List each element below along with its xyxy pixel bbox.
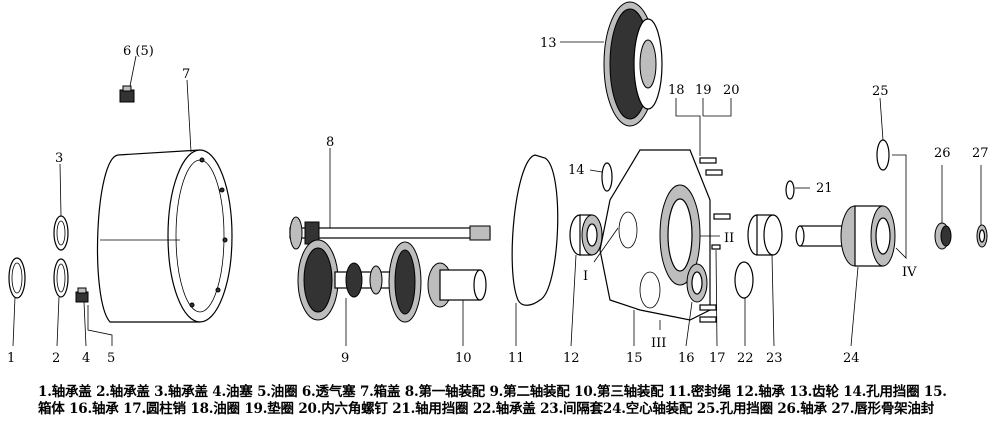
roman-III: III (651, 336, 666, 351)
part-12-bearing (569, 214, 603, 256)
part-17-dowel-pin (711, 244, 721, 250)
callout-12: 12 (563, 351, 580, 366)
callout-4: 4 (82, 351, 90, 366)
callout-25: 25 (872, 84, 889, 99)
callout-27: 27 (972, 146, 989, 161)
callout-11: 11 (508, 351, 525, 366)
callout-13: 13 (540, 36, 557, 51)
callout-5: 5 (107, 351, 115, 366)
callout-26: 26 (934, 146, 951, 161)
callout-3: 3 (55, 151, 63, 166)
parts-legend: 1.轴承盖 2.轴承盖 3.轴承盖 4.油塞 5.油圈 6.透气塞 7.箱盖 8… (38, 384, 947, 417)
part-20-hex-bolts (699, 157, 731, 323)
part-3-bearing-cover (53, 215, 69, 251)
part-11-sealing-rope (511, 154, 559, 306)
part-7-housing-cover (96, 149, 233, 323)
callout-23: 23 (766, 351, 783, 366)
callout-16: 16 (678, 351, 695, 366)
part-6-breather-plug (119, 85, 135, 103)
callout-20: 20 (723, 83, 740, 98)
part-4-oil-plug (75, 287, 89, 303)
part-24-hollow-shaft (795, 205, 896, 267)
part-16-bearing (686, 263, 708, 303)
roman-I: I (583, 269, 588, 284)
exploded-view-diagram: 1 2 3 4 5 6 (5) 7 8 9 10 11 12 13 14 15 … (7, 1, 989, 366)
callout-22: 22 (737, 351, 754, 366)
part-22-bearing-cover (734, 261, 754, 299)
callout-8: 8 (326, 135, 334, 150)
part-14-circlip (601, 162, 613, 192)
part-1-bearing-cover (8, 257, 26, 299)
callout-10: 10 (455, 351, 472, 366)
part-10-third-shaft (427, 262, 487, 308)
callout-14: 14 (568, 163, 585, 178)
callout-7: 7 (182, 67, 190, 82)
callout-9: 9 (341, 351, 349, 366)
callout-1: 1 (7, 351, 15, 366)
callout-24: 24 (843, 351, 860, 366)
part-2-bearing-cover (53, 258, 69, 298)
part-26-bearing (934, 222, 952, 250)
callout-21: 21 (816, 181, 833, 196)
part-23-spacer (747, 214, 783, 256)
part-27-lip-seal (976, 224, 988, 248)
part-13-gear (603, 1, 663, 127)
part-25-hole-circlip (876, 139, 890, 171)
callout-6: 6 (5) (123, 44, 154, 59)
roman-II: II (724, 231, 734, 246)
roman-IV: IV (902, 265, 917, 280)
part-21-shaft-circlip (785, 180, 795, 200)
leader-lines (12, 41, 982, 347)
callout-18: 18 (668, 83, 685, 98)
callout-17: 17 (709, 351, 726, 366)
callout-2: 2 (52, 351, 60, 366)
part-9-second-shaft (297, 239, 422, 323)
callout-19: 19 (695, 83, 712, 98)
callout-15: 15 (626, 351, 643, 366)
part-15-housing-body (599, 149, 711, 321)
